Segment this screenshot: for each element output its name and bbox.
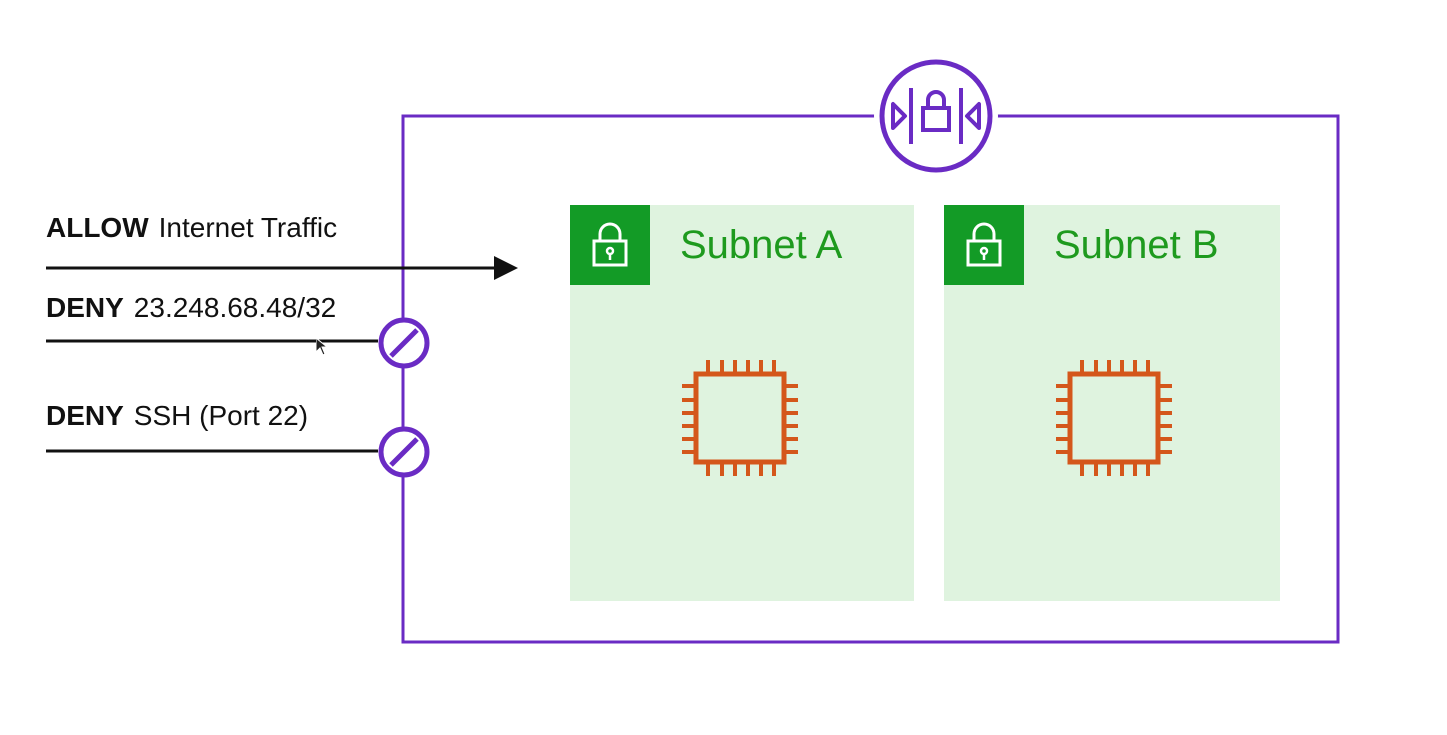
allow-internet-rule: ALLOW Internet Traffic [46,214,337,242]
padlock-icon [966,222,1002,267]
allow-rule-line [46,256,518,280]
arrow-right-icon [494,256,518,280]
mouse-cursor-icon [316,338,328,356]
deny-ssh-rule: DENY SSH (Port 22) [46,402,308,430]
subnet-badge [944,205,1024,285]
rule-action: DENY [46,400,124,431]
cpu-chip-icon [682,360,798,476]
rule-action: DENY [46,292,124,323]
deny-ip-rule: DENY 23.248.68.48/32 [46,294,336,322]
vpc-boundary [401,114,1340,644]
rule-target: 23.248.68.48/32 [133,292,337,323]
subnet-badge [570,205,650,285]
prohibited-icon [378,426,430,478]
subnet-label: Subnet A [680,223,843,267]
network-acl-lock-icon [874,54,998,178]
subnet-b: Subnet B [944,205,1280,601]
prohibited-icon [378,317,430,369]
deny-ip-rule-line [46,317,430,369]
subnet-a: Subnet A [570,205,914,601]
deny-ssh-rule-line [46,426,430,478]
padlock-icon [592,222,628,267]
subnet-label: Subnet B [1054,223,1219,267]
rule-target: SSH (Port 22) [133,400,309,431]
cpu-chip-icon [1056,360,1172,476]
rule-target: Internet Traffic [158,212,338,243]
rule-action: ALLOW [46,212,149,243]
